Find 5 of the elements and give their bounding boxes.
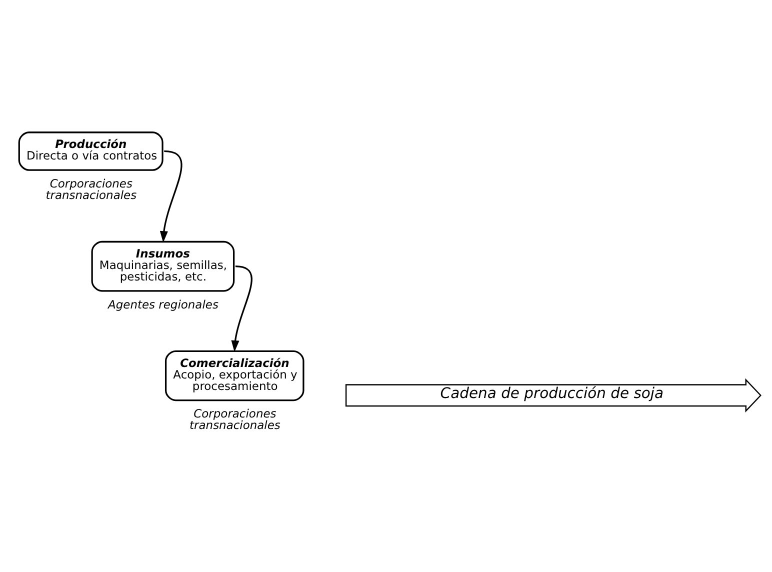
node-label: Corporaciones transnacionales: [46, 176, 137, 202]
node-label: Corporaciones transnacionales: [190, 406, 280, 432]
arrow: [231, 266, 252, 352]
arrow: [160, 150, 182, 243]
node-label: Agentes regionales: [108, 297, 218, 312]
